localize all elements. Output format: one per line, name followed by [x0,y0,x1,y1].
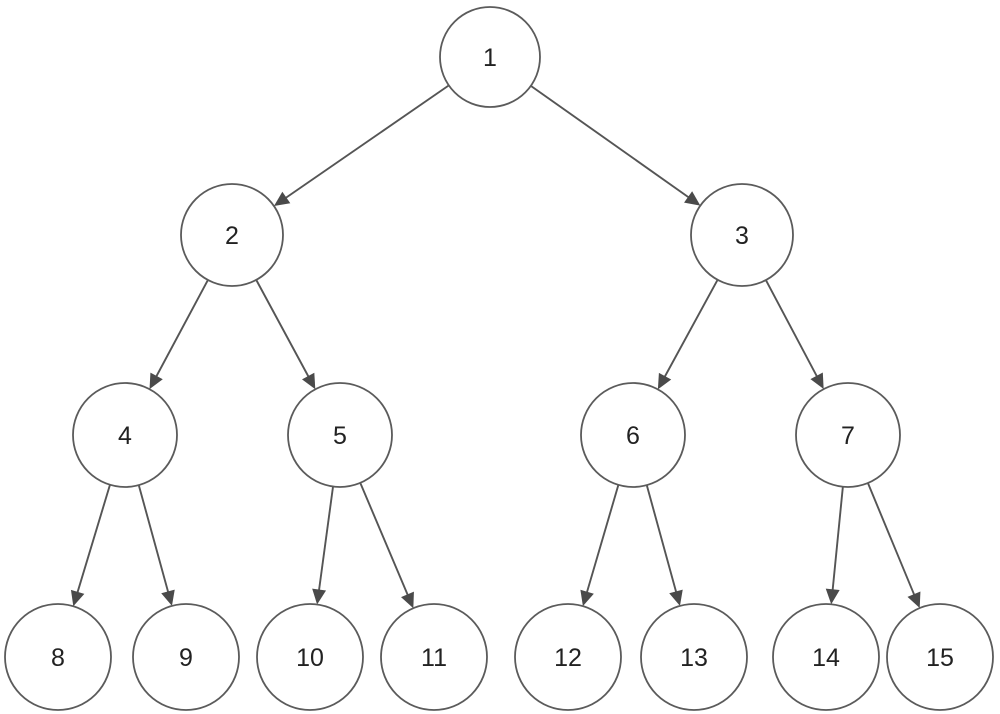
node-circle[interactable] [772,603,880,711]
tree-edge [645,484,683,606]
tree-node[interactable]: 7 [795,382,901,488]
node-label: 3 [735,222,749,250]
tree-edge [765,279,824,390]
edge-arrowhead-icon [669,589,683,606]
tree-edge [657,279,719,390]
node-circle[interactable] [380,603,488,711]
edge-line [831,486,844,594]
edge-arrowhead-icon [401,591,414,609]
tree-node[interactable]: 3 [690,183,794,287]
edge-arrowhead-icon [149,372,163,390]
edge-line [530,85,693,201]
tree-edge [312,486,334,605]
tree-node[interactable]: 12 [514,603,622,711]
node-label: 4 [118,422,132,450]
edge-line [137,484,171,596]
tree-edge [867,482,921,609]
edge-arrowhead-icon [70,589,85,607]
edge-line [153,279,209,381]
node-label: 10 [296,644,324,672]
node-label: 5 [333,422,347,450]
edge-line [255,279,311,381]
node-label: 14 [812,644,840,672]
tree-node[interactable]: 13 [640,603,748,711]
edge-arrowhead-icon [810,372,824,390]
node-circle[interactable] [72,382,178,488]
tree-node[interactable]: 4 [72,382,178,488]
node-label: 12 [554,644,582,672]
tree-node[interactable]: 15 [886,603,994,711]
edge-arrowhead-icon [273,191,291,207]
tree-node[interactable]: 9 [132,603,240,711]
tree-edge [273,84,450,207]
node-circle[interactable] [287,382,393,488]
edge-line [662,279,719,381]
tree-edge [137,484,175,606]
node-circle[interactable] [4,603,112,711]
edge-line [317,486,334,594]
node-circle[interactable] [795,382,901,488]
tree-node[interactable]: 14 [772,603,880,711]
tree-edge [70,484,111,607]
tree-node[interactable]: 6 [580,382,686,488]
tree-edge [825,486,844,605]
edge-arrowhead-icon [312,588,327,605]
edge-line [75,484,111,597]
edge-arrowhead-icon [657,372,672,390]
node-circle[interactable] [886,603,994,711]
tree-node[interactable]: 5 [287,382,393,488]
edge-line [359,482,410,599]
edge-line [282,84,450,201]
tree-node[interactable]: 1 [439,6,541,108]
node-circle[interactable] [256,603,364,711]
tree-edge [149,279,209,390]
node-circle[interactable] [132,603,240,711]
node-circle[interactable] [640,603,748,711]
node-circle[interactable] [514,603,622,711]
node-circle[interactable] [439,6,541,108]
node-label: 7 [841,422,855,450]
node-label: 8 [51,644,65,672]
tree-edge [359,482,414,609]
tree-edge [530,85,701,206]
node-circle[interactable] [180,183,284,287]
node-circle[interactable] [690,183,794,287]
tree-node[interactable]: 2 [180,183,284,287]
edge-line [585,484,620,597]
node-label: 9 [179,644,193,672]
tree-node[interactable]: 8 [4,603,112,711]
node-circle[interactable] [580,382,686,488]
edge-arrowhead-icon [825,588,840,605]
node-label: 11 [421,644,447,672]
edge-line [645,484,679,596]
edge-line [765,279,820,380]
tree-node[interactable]: 11 [380,603,488,711]
edge-arrowhead-icon [580,589,594,607]
tree-node[interactable]: 10 [256,603,364,711]
tree-edge [580,484,620,607]
node-label: 15 [926,644,954,672]
node-label: 13 [680,644,708,672]
edge-line [867,482,917,599]
node-label: 2 [225,222,239,250]
tree-edge [255,279,316,390]
edge-arrowhead-icon [302,372,316,390]
edge-arrowhead-icon [907,591,921,609]
edge-arrowhead-icon [684,191,701,206]
node-label: 1 [483,44,497,72]
edges-layer [70,84,921,609]
edge-arrowhead-icon [161,589,175,606]
node-label: 6 [626,422,640,450]
